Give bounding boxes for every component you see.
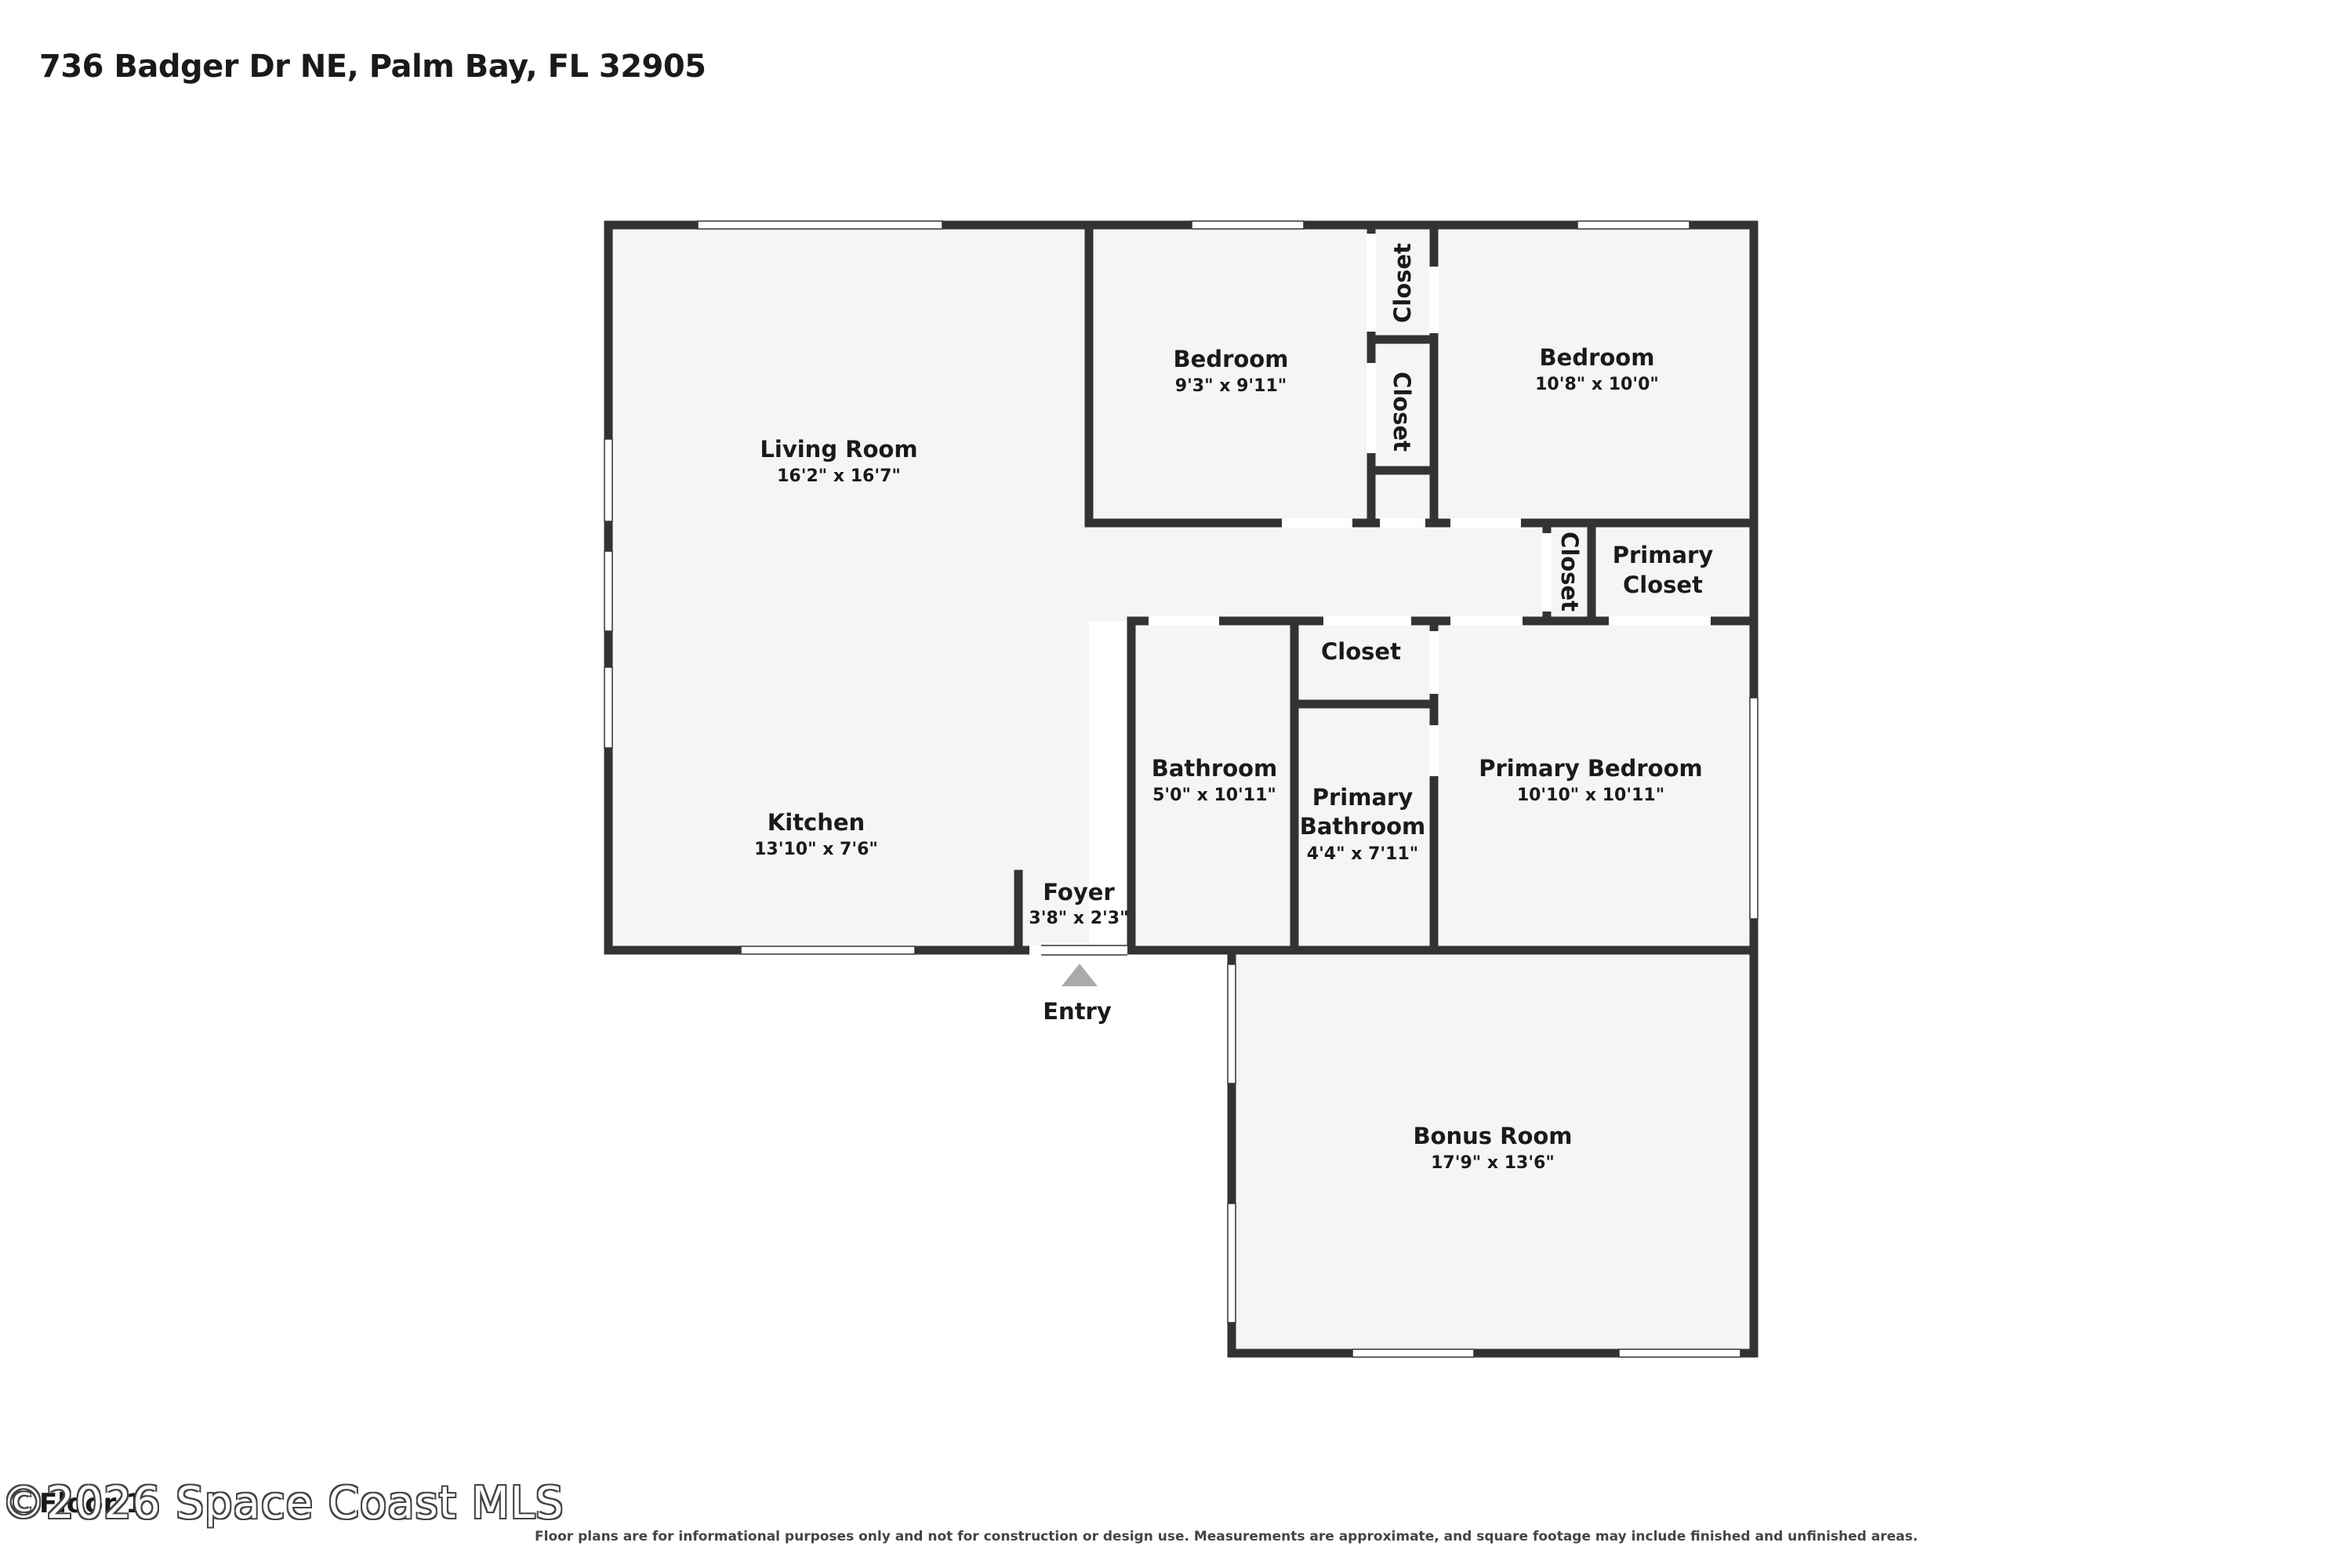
window-kitchen-bottom: [740, 946, 916, 955]
door-closet-d: [1323, 616, 1411, 626]
living-kitchen-floor: [608, 225, 1089, 950]
bedroom1-dims: 9'3" x 9'11": [1175, 376, 1287, 396]
disclaimer: Floor plans are for informational purpos…: [535, 1529, 1918, 1544]
living-room-name: Living Room: [760, 436, 917, 463]
window-bedroom2: [1577, 220, 1690, 230]
property-address: 736 Badger Dr NE, Palm Bay, FL 32905: [39, 49, 706, 85]
entry-arrow-icon: [1062, 964, 1098, 986]
bonus-room-dims: 17'9" x 13'6": [1431, 1153, 1555, 1173]
entry-label: Entry: [1043, 998, 1112, 1025]
foyer-name: Foyer: [1043, 879, 1115, 906]
window-living-left-3: [604, 666, 613, 749]
hall-upper-floor: [1089, 225, 1754, 523]
bedroom1-name: Bedroom: [1174, 346, 1289, 372]
window-living-left-2: [604, 550, 613, 632]
primary-bedroom-dims: 10'10" x 10'11": [1517, 786, 1664, 805]
window-bonus-left-2: [1227, 1203, 1236, 1323]
door-bathroom: [1149, 616, 1219, 626]
door-primary-bath: [1429, 725, 1439, 776]
closet-d-name: Closet: [1321, 638, 1401, 665]
door-closet-bottom: [1380, 518, 1425, 528]
closet-a-name: Closet: [1389, 243, 1416, 323]
door-closet-a-right: [1429, 267, 1439, 333]
window-living-top: [697, 220, 943, 230]
door-closet-b: [1367, 363, 1376, 453]
door-closet-c: [1542, 533, 1552, 612]
primary-bedroom-name: Primary Bedroom: [1479, 755, 1702, 782]
bonus-room-floor: [1232, 950, 1754, 1353]
bath-bedroom-floor: [1131, 621, 1754, 950]
primary-bathroom-name-1: Primary: [1312, 784, 1414, 811]
window-bonus-left-1: [1227, 964, 1236, 1084]
window-living-left-1: [604, 438, 613, 522]
watermark: ©2026 Space Coast MLS: [2, 1478, 564, 1529]
primary-closet-name-2: Closet: [1623, 572, 1703, 598]
window-bonus-bottom-2: [1618, 1348, 1741, 1358]
door-closet-a: [1367, 234, 1376, 332]
kitchen-name: Kitchen: [768, 809, 865, 836]
closet-b-name: Closet: [1388, 372, 1415, 452]
door-closet-d-side: [1429, 631, 1439, 694]
windows: [604, 220, 1759, 1358]
primary-bathroom-dims: 4'4" x 7'11": [1307, 844, 1418, 864]
door-primary-bedroom: [1450, 616, 1523, 626]
foyer-dims: 3'8" x 2'3": [1029, 909, 1128, 928]
door-primary-closet: [1609, 616, 1711, 626]
bedroom2-dims: 10'8" x 10'0": [1535, 375, 1659, 394]
window-primary-bedroom: [1749, 697, 1759, 920]
window-bonus-bottom-1: [1352, 1348, 1475, 1358]
door-entry: [1029, 946, 1127, 955]
bathroom-dims: 5'0" x 10'11": [1152, 786, 1276, 805]
bathroom-name: Bathroom: [1152, 755, 1278, 782]
living-room-dims: 16'2" x 16'7": [777, 466, 901, 486]
door-bedroom2: [1450, 518, 1521, 528]
primary-bathroom-name-2: Bathroom: [1300, 813, 1426, 840]
window-bedroom1: [1191, 220, 1305, 230]
closet-c-name: Closet: [1556, 532, 1583, 612]
floor-label: Floor 1: [39, 1488, 144, 1519]
door-openings: [1029, 234, 1711, 955]
primary-closet-name-1: Primary: [1613, 542, 1714, 568]
kitchen-dims: 13'10" x 7'6": [754, 840, 878, 859]
floor-fills: [608, 225, 1754, 1353]
bedroom2-name: Bedroom: [1540, 344, 1655, 371]
hall-floor: [1089, 523, 1754, 621]
door-bedroom1: [1282, 518, 1352, 528]
bonus-room-name: Bonus Room: [1413, 1123, 1572, 1149]
